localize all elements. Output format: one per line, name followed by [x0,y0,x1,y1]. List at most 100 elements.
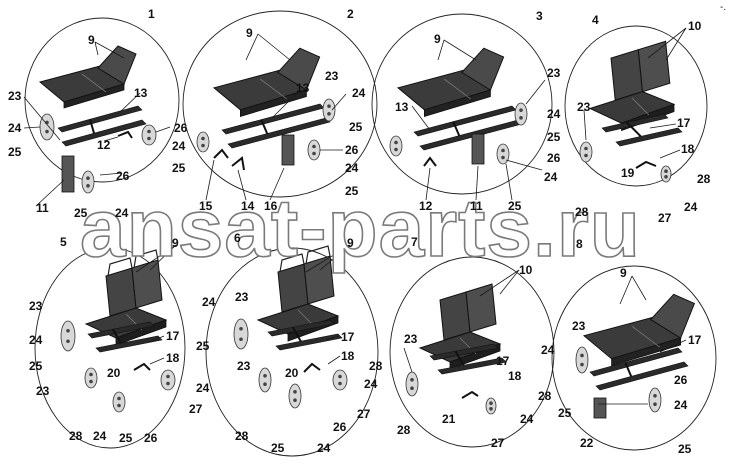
bracket-15 [213,148,229,159]
bracket-12b [423,156,437,167]
plate-11b [471,133,485,165]
leader-line [135,244,177,273]
plate-16 [281,134,295,166]
disk-8b [648,387,662,413]
disk-8a-hole-a [580,353,584,358]
callout-b9: 9 [246,26,253,40]
callout-i26: 26 [674,373,688,387]
callout-g25b: 25 [271,441,285,455]
callout-f23b: 23 [36,384,50,398]
callout-g27: 27 [357,407,371,421]
callout-i9: 9 [620,266,627,280]
disk-8b-hole-b [653,402,657,407]
callout-d24b: 24 [544,170,558,184]
callout-f18: 18 [166,351,180,365]
disk-3c [389,135,403,157]
bracket-20b [303,362,321,373]
callout-h10: 10 [519,263,533,277]
disk-1c [81,170,95,194]
callout-i23: 23 [572,319,586,333]
disk-3b-hole-b [501,155,505,160]
seat-5-handle-right [133,249,159,269]
frame-3-cross [452,121,461,136]
seat-8-cushion-edge [611,337,681,367]
callout-a25: 25 [8,145,22,159]
disk-6c-hole-a [293,390,297,394]
leader-line [659,149,681,159]
disk-6a [233,318,249,350]
leader-line [149,244,177,271]
disk-2c [196,131,210,153]
callout-c2: 2 [347,7,354,21]
callout-e18: 18 [681,142,695,156]
disk-1c-hole-a [86,176,90,180]
leader-line [475,165,479,201]
disk-4b [660,165,672,183]
frame-8-rail-a [589,347,683,377]
callout-e17: 17 [677,116,691,130]
bracket-12 [117,130,133,139]
leader-line [505,163,513,201]
callout-f26: 26 [144,431,158,445]
callout-g28b: 28 [235,429,249,443]
leader-line [411,105,431,131]
callout-f27: 27 [189,402,203,416]
group-outline-5 [34,247,186,449]
callout-b25b: 25 [345,184,359,198]
disk-8a [575,346,589,374]
callout-e28: 28 [697,172,711,186]
callout-d9: 9 [434,32,441,46]
leader-line [155,126,171,133]
callout-g9: 9 [347,236,354,250]
callout-b13: 13 [296,81,310,95]
callout-i24: 24 [541,343,555,357]
disk-6d-hole-a [338,374,342,379]
callout-c8: 8 [576,237,583,251]
disk-5d-hole-a [166,374,170,379]
callout-c7: 7 [411,235,418,249]
disk-6a-hole-a [239,326,243,331]
frame-5-rail-a [87,321,155,339]
leader-line [257,33,291,61]
leader-line [23,96,61,141]
seat-3-seam [443,78,471,100]
callout-g28: 28 [369,359,383,373]
disk-7b-hole-a [489,401,493,406]
seat-8-backrest [649,293,696,339]
callout-b24: 24 [352,86,366,100]
callout-d12: 12 [419,199,433,213]
disk-3c-hole-b [394,147,398,152]
callout-g24c: 24 [317,441,331,455]
callout-h28b: 28 [397,423,411,437]
disk-2b-hole-a [312,144,316,149]
leader-line [425,167,431,201]
seat-1-backrest [97,45,137,85]
disk-3c-hole-a [394,140,398,145]
callout-c3: 3 [536,9,543,23]
callout-d25b: 25 [508,199,522,213]
corner-mark: -. [720,2,727,13]
callout-g25: 25 [196,339,210,353]
leader-line [499,269,520,295]
disk-1a [39,113,55,141]
seat-3-backrest [461,47,505,91]
disk-1c-hole-b [86,184,90,188]
disk-4a [579,141,593,163]
callout-a25c: 25 [74,206,88,220]
leader-line [327,355,341,365]
frame-7-rail-a [429,343,499,361]
leader-line [205,159,215,201]
frame-2-rail-a [221,103,325,135]
callout-a23: 23 [8,89,22,103]
seat-4-back-left [610,49,644,101]
leader-line [443,39,477,61]
frame-1-rail-b [61,119,147,147]
callout-c1: 1 [148,7,155,21]
leader-line [149,357,165,365]
leader-line [325,335,340,341]
callout-g26: 26 [333,420,347,434]
callout-a24b: 24 [172,139,186,153]
group-outline-4 [564,25,708,187]
bracket-20 [133,362,151,371]
callout-b15: 15 [199,199,213,213]
